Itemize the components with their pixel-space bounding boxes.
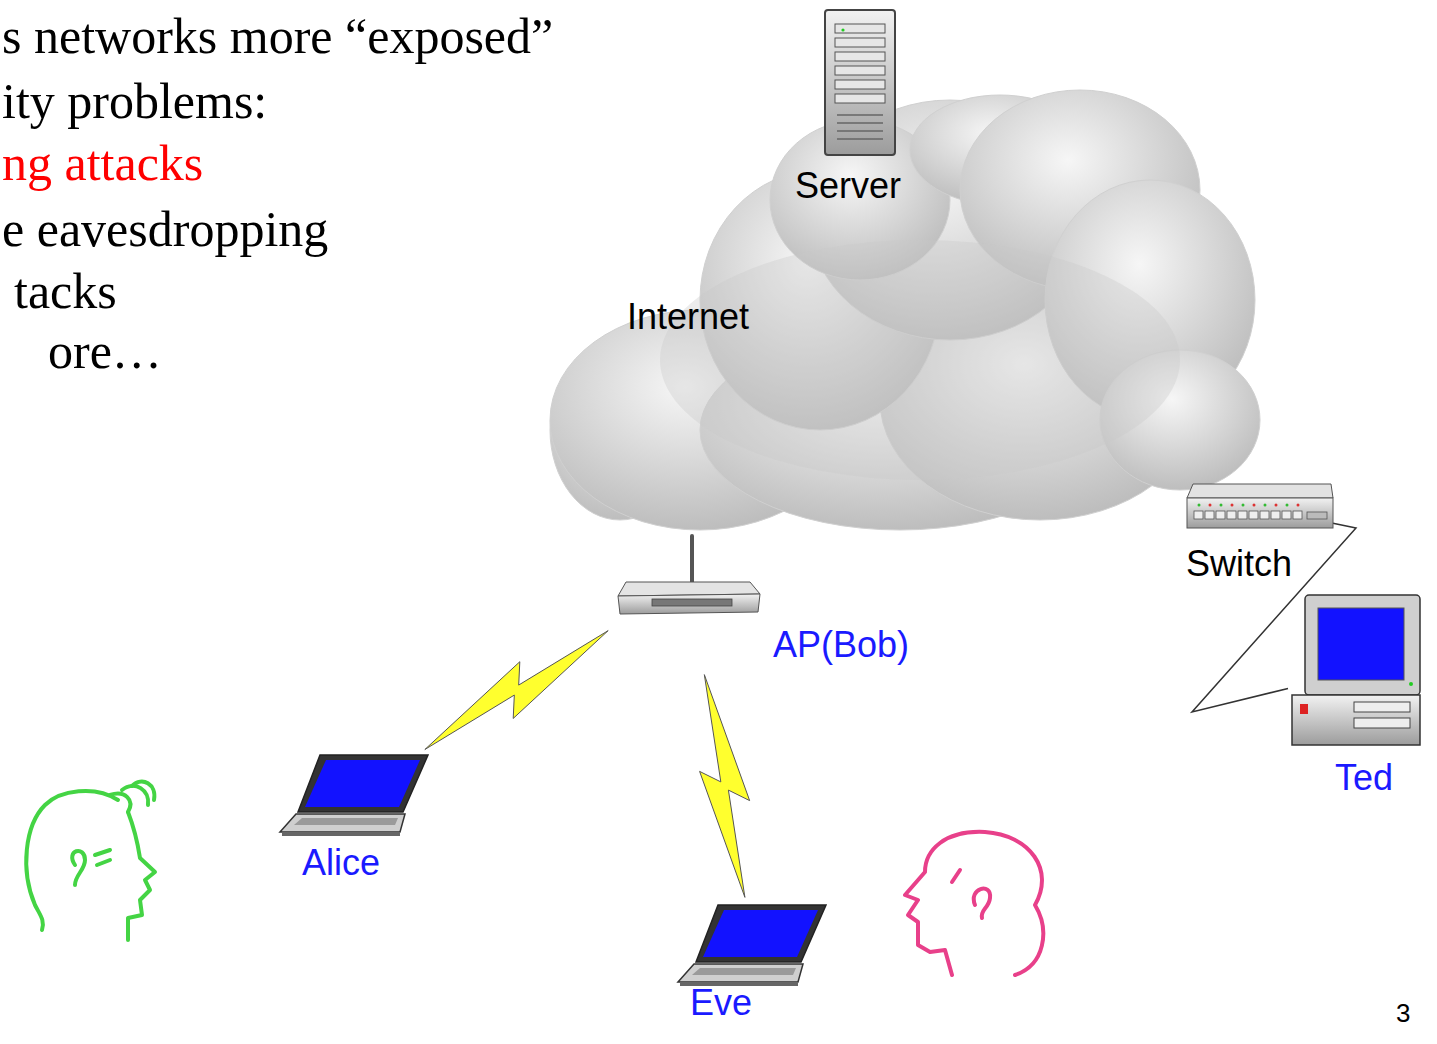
wireless-link [425, 631, 608, 750]
port [1238, 511, 1247, 519]
node-label: Ted [1335, 758, 1393, 798]
vent-slot [837, 130, 883, 132]
switch-front [1187, 498, 1333, 528]
monitor-frame [1305, 595, 1420, 695]
port [1227, 511, 1236, 519]
port [1271, 511, 1280, 519]
laptop-lid [298, 755, 428, 812]
hair-stroke [132, 782, 154, 800]
laptop-lid [696, 905, 826, 962]
drive-bay [835, 80, 885, 89]
hair-stroke [122, 786, 148, 805]
eye-stroke [952, 870, 960, 882]
laptop-node: Alice [278, 752, 433, 892]
ear-stroke [974, 889, 990, 918]
pink-head [905, 832, 1043, 975]
port [1205, 511, 1214, 519]
server-node: Server [790, 8, 920, 218]
head-outline [26, 791, 118, 930]
port [1293, 511, 1302, 519]
port-led [1253, 504, 1256, 507]
node-label: Eve [690, 983, 752, 1023]
ear-stroke [72, 851, 85, 885]
port-led [1220, 504, 1223, 507]
keyboard [294, 818, 398, 825]
port-led [1275, 504, 1278, 507]
slide-text: tacks [14, 266, 117, 316]
wireless-link [700, 675, 750, 898]
desktop-icon [1292, 594, 1422, 749]
monitor-screen [1318, 608, 1404, 680]
drive-bay [835, 38, 885, 47]
vent-slot [837, 122, 883, 124]
cloud-shape [550, 90, 1260, 530]
switch-node: Switch [1183, 482, 1333, 590]
node-label: Alice [302, 843, 380, 883]
drive-bay [1354, 702, 1410, 712]
port-led [1264, 504, 1267, 507]
internet-cloud: ServerInternet [550, 90, 1260, 540]
hair-stroke [110, 794, 130, 812]
laptop-base [678, 964, 803, 982]
access-point: AP(Bob) [612, 532, 937, 670]
port-led [1286, 504, 1289, 507]
face-profile [128, 812, 155, 940]
head-outline [905, 832, 1043, 975]
drive-bay [835, 94, 885, 103]
node-label: Switch [1186, 544, 1292, 584]
uplink-port [1307, 512, 1327, 519]
node-label: Internet [627, 297, 749, 337]
port-led [1242, 504, 1245, 507]
switch-top [1187, 484, 1333, 498]
slide-text: ity problems: [2, 76, 267, 126]
laptop-edge [282, 832, 400, 836]
antenna [690, 536, 694, 584]
node-label: AP(Bob) [773, 625, 909, 665]
port [1282, 511, 1291, 519]
switch-icon [1185, 484, 1333, 532]
drive-bay [1354, 718, 1410, 728]
cloud-shade [660, 240, 1180, 480]
white-ground [612, 532, 762, 627]
laptop-screen [305, 760, 420, 807]
laptop-node: Eve [668, 902, 838, 1034]
port-led [1297, 504, 1300, 507]
vent-slot [837, 114, 883, 116]
laptop-icon [278, 752, 433, 837]
keyboard [692, 968, 796, 975]
port-led [1231, 504, 1234, 507]
server-case [825, 10, 895, 155]
desktop-case [1292, 695, 1420, 745]
port [1249, 511, 1258, 519]
node-label: Server [795, 166, 901, 206]
vent-slot [837, 138, 883, 140]
server-icon [825, 10, 895, 155]
router-front [618, 594, 760, 614]
led-panel [652, 599, 732, 606]
drive-bay [835, 52, 885, 61]
slide-text: e eavesdropping [2, 204, 328, 254]
port [1260, 511, 1269, 519]
desktop-node: Ted [1288, 592, 1424, 804]
laptop-icon [676, 902, 831, 987]
slide-text: ore… [48, 326, 162, 376]
port [1194, 511, 1203, 519]
power-led [1409, 682, 1413, 686]
port-led [1209, 504, 1212, 507]
router-icon [612, 532, 762, 627]
eye-stroke [95, 850, 110, 865]
page-number: 3 [1396, 1000, 1410, 1026]
laptop-screen [703, 910, 818, 957]
laptop-base [280, 814, 405, 832]
slide-text: s networks more “exposed” [2, 11, 553, 61]
drive-bay [835, 66, 885, 75]
drive-bay [835, 24, 885, 33]
slide-text: ng attacks [2, 138, 203, 188]
port-led [1198, 504, 1201, 507]
status-led [841, 28, 844, 31]
case-badge [1300, 704, 1308, 714]
port [1216, 511, 1225, 519]
green-head [26, 782, 155, 940]
